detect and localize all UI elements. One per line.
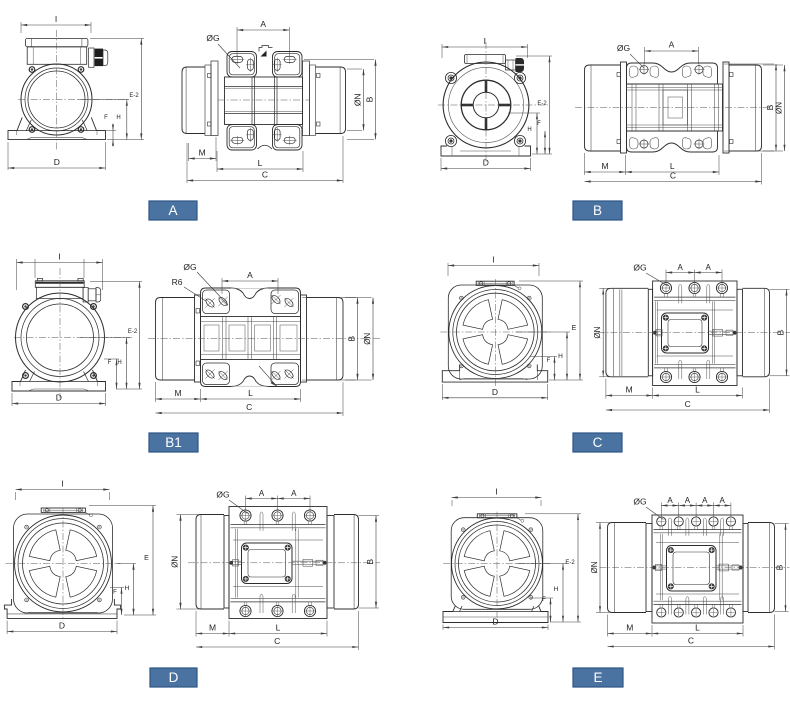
svg-text:L: L bbox=[258, 158, 263, 168]
svg-text:ØG: ØG bbox=[617, 43, 630, 53]
svg-text:L: L bbox=[248, 388, 253, 398]
svg-text:D: D bbox=[54, 157, 60, 167]
svg-text:E: E bbox=[572, 325, 577, 332]
svg-text:D: D bbox=[492, 387, 498, 397]
svg-text:L: L bbox=[695, 623, 700, 633]
svg-text:D: D bbox=[169, 670, 179, 685]
svg-text:F: F bbox=[108, 360, 112, 366]
svg-text:ØN: ØN bbox=[590, 561, 599, 573]
svg-text:C: C bbox=[274, 636, 280, 646]
svg-text:M: M bbox=[626, 385, 633, 395]
svg-text:F: F bbox=[547, 358, 551, 364]
svg-text:B1: B1 bbox=[165, 435, 182, 450]
svg-text:C: C bbox=[262, 170, 268, 180]
svg-text:F: F bbox=[113, 590, 117, 596]
svg-text:E-2: E-2 bbox=[565, 560, 575, 566]
svg-text:F: F bbox=[537, 121, 541, 127]
svg-text:ØN: ØN bbox=[353, 93, 363, 106]
svg-text:I: I bbox=[55, 14, 57, 24]
svg-text:E: E bbox=[144, 555, 149, 562]
svg-text:D: D bbox=[59, 621, 65, 631]
svg-text:C: C bbox=[670, 171, 676, 181]
svg-text:L: L bbox=[670, 161, 675, 171]
svg-text:B: B bbox=[365, 559, 375, 565]
svg-text:C: C bbox=[246, 402, 252, 412]
svg-text:M: M bbox=[199, 148, 206, 158]
svg-text:L: L bbox=[695, 385, 700, 395]
svg-text:H: H bbox=[527, 127, 531, 133]
svg-text:H: H bbox=[117, 360, 121, 366]
svg-text:E-2: E-2 bbox=[128, 329, 138, 335]
svg-text:A: A bbox=[260, 19, 266, 29]
svg-text:ØG: ØG bbox=[633, 497, 646, 507]
svg-text:M: M bbox=[209, 623, 216, 633]
svg-text:ØG: ØG bbox=[183, 262, 196, 272]
svg-text:D: D bbox=[492, 617, 498, 627]
svg-text:L: L bbox=[276, 623, 281, 633]
svg-text:D: D bbox=[56, 393, 62, 403]
svg-text:D: D bbox=[483, 158, 489, 168]
svg-text:H: H bbox=[554, 586, 559, 593]
svg-text:B: B bbox=[775, 564, 785, 570]
svg-text:C: C bbox=[685, 399, 691, 409]
svg-text:H: H bbox=[125, 585, 130, 592]
svg-text:B: B bbox=[776, 329, 786, 335]
svg-text:I: I bbox=[484, 36, 486, 46]
svg-text:A: A bbox=[669, 40, 675, 50]
svg-text:B: B bbox=[593, 203, 602, 218]
svg-text:I: I bbox=[495, 487, 497, 497]
svg-text:A: A bbox=[706, 263, 712, 272]
svg-text:A: A bbox=[667, 496, 673, 505]
svg-text:A: A bbox=[678, 263, 684, 272]
svg-text:E: E bbox=[593, 670, 602, 685]
svg-text:A: A bbox=[247, 270, 253, 280]
svg-text:ØG: ØG bbox=[216, 490, 229, 500]
svg-text:ØG: ØG bbox=[206, 33, 219, 43]
svg-text:A: A bbox=[291, 489, 297, 498]
svg-text:C: C bbox=[688, 636, 694, 646]
svg-text:ØN: ØN bbox=[171, 556, 180, 568]
svg-text:H: H bbox=[116, 115, 120, 121]
svg-text:C: C bbox=[593, 435, 603, 450]
svg-text:A: A bbox=[720, 496, 726, 505]
svg-text:E-2: E-2 bbox=[537, 101, 547, 107]
svg-text:A: A bbox=[168, 203, 177, 218]
svg-text:B: B bbox=[365, 96, 375, 102]
svg-text:ØN: ØN bbox=[775, 102, 784, 114]
svg-text:R6: R6 bbox=[172, 277, 183, 287]
svg-text:E-2: E-2 bbox=[129, 93, 139, 99]
svg-text:A: A bbox=[685, 496, 691, 505]
svg-text:I: I bbox=[61, 479, 63, 489]
svg-text:A: A bbox=[259, 489, 265, 498]
svg-text:ØG: ØG bbox=[633, 263, 646, 273]
svg-text:A: A bbox=[702, 496, 708, 505]
svg-text:I: I bbox=[492, 255, 494, 265]
svg-text:M: M bbox=[601, 161, 608, 171]
svg-text:B: B bbox=[765, 104, 775, 110]
svg-text:ØN: ØN bbox=[593, 326, 602, 338]
svg-text:M: M bbox=[626, 623, 633, 633]
svg-text:F: F bbox=[104, 115, 108, 121]
svg-text:H: H bbox=[558, 353, 563, 360]
svg-text:F: F bbox=[542, 597, 546, 603]
svg-text:M: M bbox=[174, 388, 181, 398]
svg-text:I: I bbox=[58, 252, 60, 262]
